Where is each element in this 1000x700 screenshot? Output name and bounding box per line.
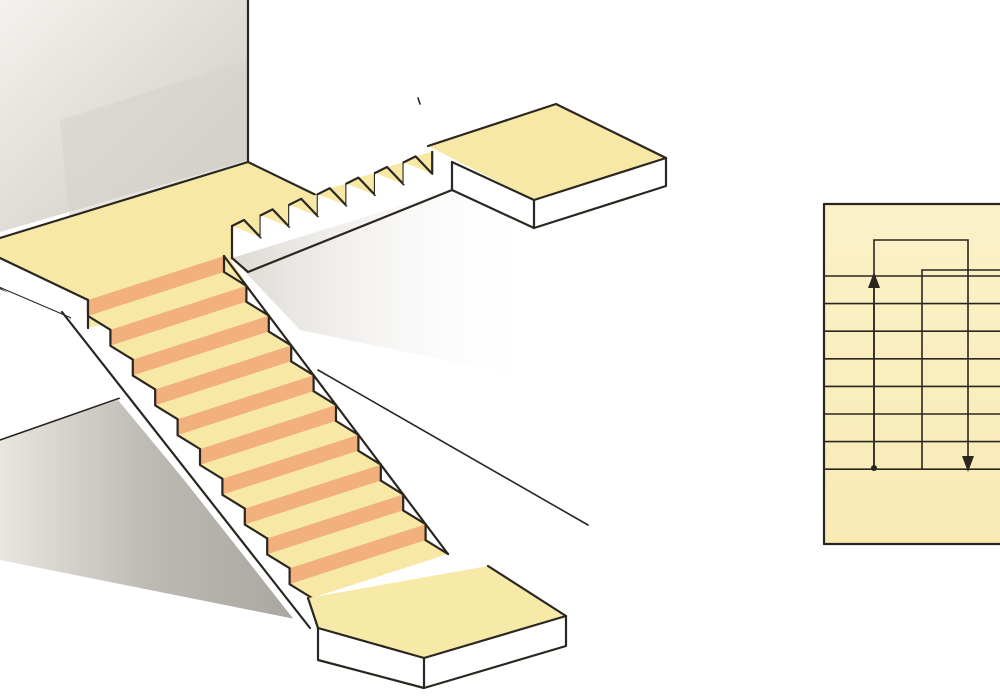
upper-step xyxy=(373,161,405,195)
lower-step xyxy=(288,523,450,600)
top-landing xyxy=(426,102,668,230)
floor-edge-right xyxy=(317,369,589,526)
lower-flight xyxy=(86,254,450,600)
lower-step xyxy=(154,344,315,421)
lower-step xyxy=(198,403,360,480)
upper-step xyxy=(230,214,262,248)
lower-step xyxy=(131,314,293,391)
arrow-down-icon xyxy=(962,456,974,472)
lower-step xyxy=(266,493,427,570)
back-wall-shade xyxy=(60,60,248,225)
floor-edge-left xyxy=(0,397,121,441)
middle-wall xyxy=(232,190,540,380)
lower-step xyxy=(109,284,270,361)
lower-step xyxy=(221,433,382,510)
lower-step xyxy=(243,463,405,540)
floor-shadow xyxy=(0,400,300,620)
upper-flight-underside xyxy=(230,188,454,274)
upper-flight xyxy=(230,150,434,248)
bottom-landing xyxy=(306,564,568,690)
arrow-up-icon xyxy=(868,272,880,471)
upper-step xyxy=(402,150,434,185)
lower-flight-right-edge xyxy=(222,254,450,556)
upper-step xyxy=(345,171,377,206)
plan-treads xyxy=(823,275,1000,471)
stair-plan xyxy=(822,202,1000,546)
upper-step xyxy=(316,182,348,217)
stray-mark xyxy=(417,97,421,105)
lower-flight-stringer xyxy=(60,310,312,630)
upper-step xyxy=(259,203,291,238)
lower-step xyxy=(86,254,248,331)
lower-step xyxy=(176,374,338,451)
